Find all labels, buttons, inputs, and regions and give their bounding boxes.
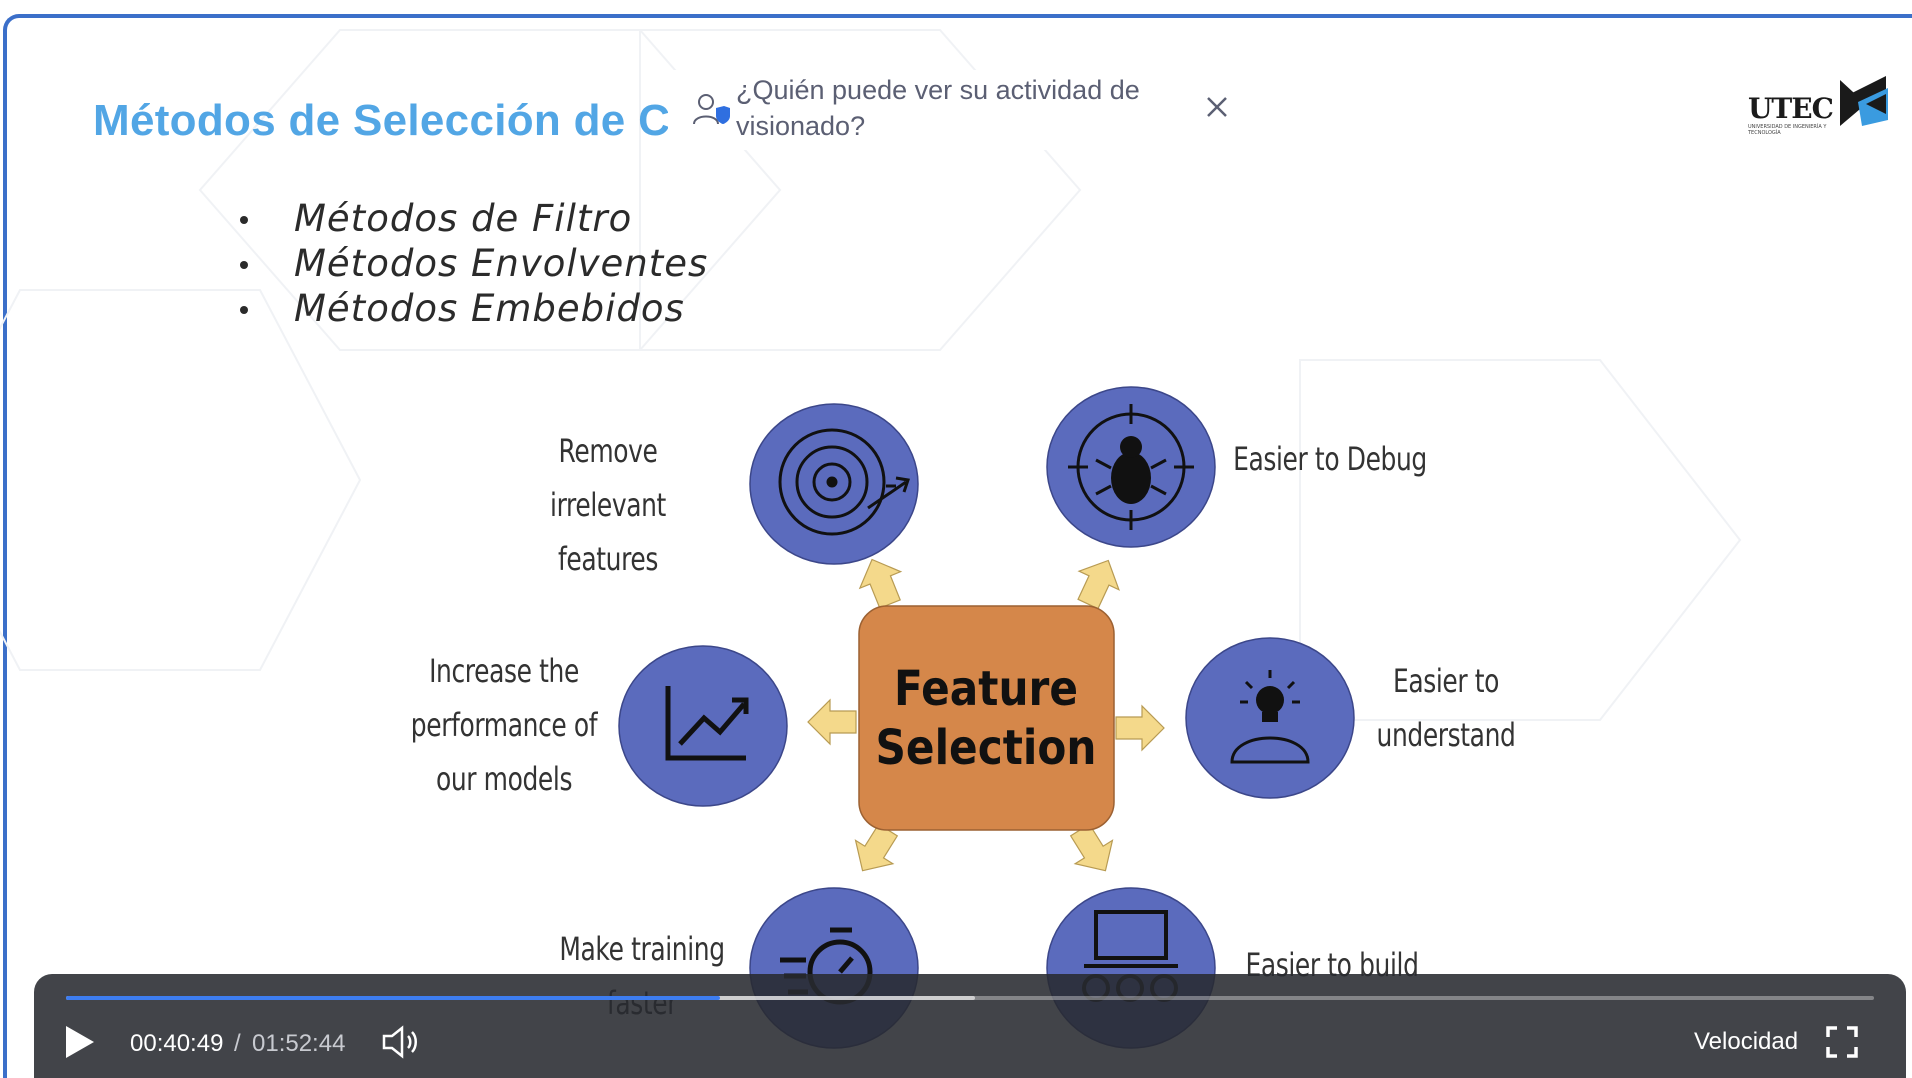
label-line: Make training [559, 930, 725, 968]
node-easier-understand [1185, 637, 1355, 799]
logo-text: UTEC [1748, 92, 1834, 125]
bug-crosshair-icon [1068, 404, 1194, 530]
time-separator: / [234, 1030, 241, 1057]
center-line1: Feature [894, 660, 1078, 716]
node-increase-performance [618, 645, 788, 807]
watch-activity-popup[interactable]: ¿Quién puede ver su actividad de visiona… [668, 70, 1258, 150]
lightbulb-person-icon [1230, 670, 1310, 764]
label-line: understand [1376, 716, 1516, 754]
label-line: Remove irrelevant [550, 432, 666, 524]
label-easier-debug: Easier to Debug [1229, 432, 1432, 486]
label-line: Easier to [1392, 662, 1500, 700]
logo-subtext: UNIVERSIDAD DE INGENIERÍA Y TECNOLOGÍA [1748, 124, 1827, 136]
arrow-right [1115, 705, 1165, 751]
logo-mark-icon [1840, 76, 1888, 126]
popup-text: ¿Quién puede ver su actividad de visiona… [736, 75, 1140, 141]
utec-logo: UTEC UNIVERSIDAD DE INGENIERÍA Y TECNOLO… [1748, 72, 1890, 142]
label-easier-understand: Easier to understand [1368, 654, 1524, 762]
seek-progress[interactable] [66, 996, 720, 1000]
bullet-item: Métodos Envolventes [240, 241, 708, 286]
slide-title: Métodos de Selección de C [93, 96, 671, 145]
video-player-controls: 00:40:49 / 01:52:44 Velocidad [34, 974, 1906, 1078]
user-shield-icon [693, 94, 730, 125]
label-line: performance of [410, 706, 598, 744]
chart-up-icon [665, 686, 749, 761]
arrow-left [807, 699, 857, 745]
feature-selection-box [858, 605, 1115, 831]
label-increase-performance: Increase the performance of our models [407, 644, 600, 806]
center-line2: Selection [876, 719, 1097, 775]
label-remove-irrelevant: Remove irrelevant features [499, 424, 717, 586]
close-icon[interactable] [1202, 92, 1232, 122]
label-line: our models [435, 760, 573, 798]
node-remove-irrelevant [749, 403, 919, 565]
play-icon[interactable] [62, 1022, 98, 1062]
duration: 01:52:44 [252, 1030, 346, 1057]
bullet-item: Métodos de Filtro [240, 196, 708, 241]
target-dart-icon [778, 428, 910, 536]
volume-icon[interactable] [380, 1024, 420, 1060]
arrow-up-right [1067, 550, 1129, 614]
node-easier-debug [1046, 386, 1216, 548]
fullscreen-icon[interactable] [1824, 1024, 1860, 1060]
current-time: 00:40:49 [130, 1030, 224, 1057]
speed-button[interactable]: Velocidad [1694, 1028, 1799, 1055]
label-line: Increase the [429, 652, 579, 690]
bullet-list: Métodos de Filtro Métodos Envolventes Mé… [240, 196, 708, 331]
label-line: features [557, 540, 658, 578]
label-line: Easier to Debug [1233, 440, 1427, 478]
bullet-item: Métodos Embebidos [240, 286, 708, 331]
